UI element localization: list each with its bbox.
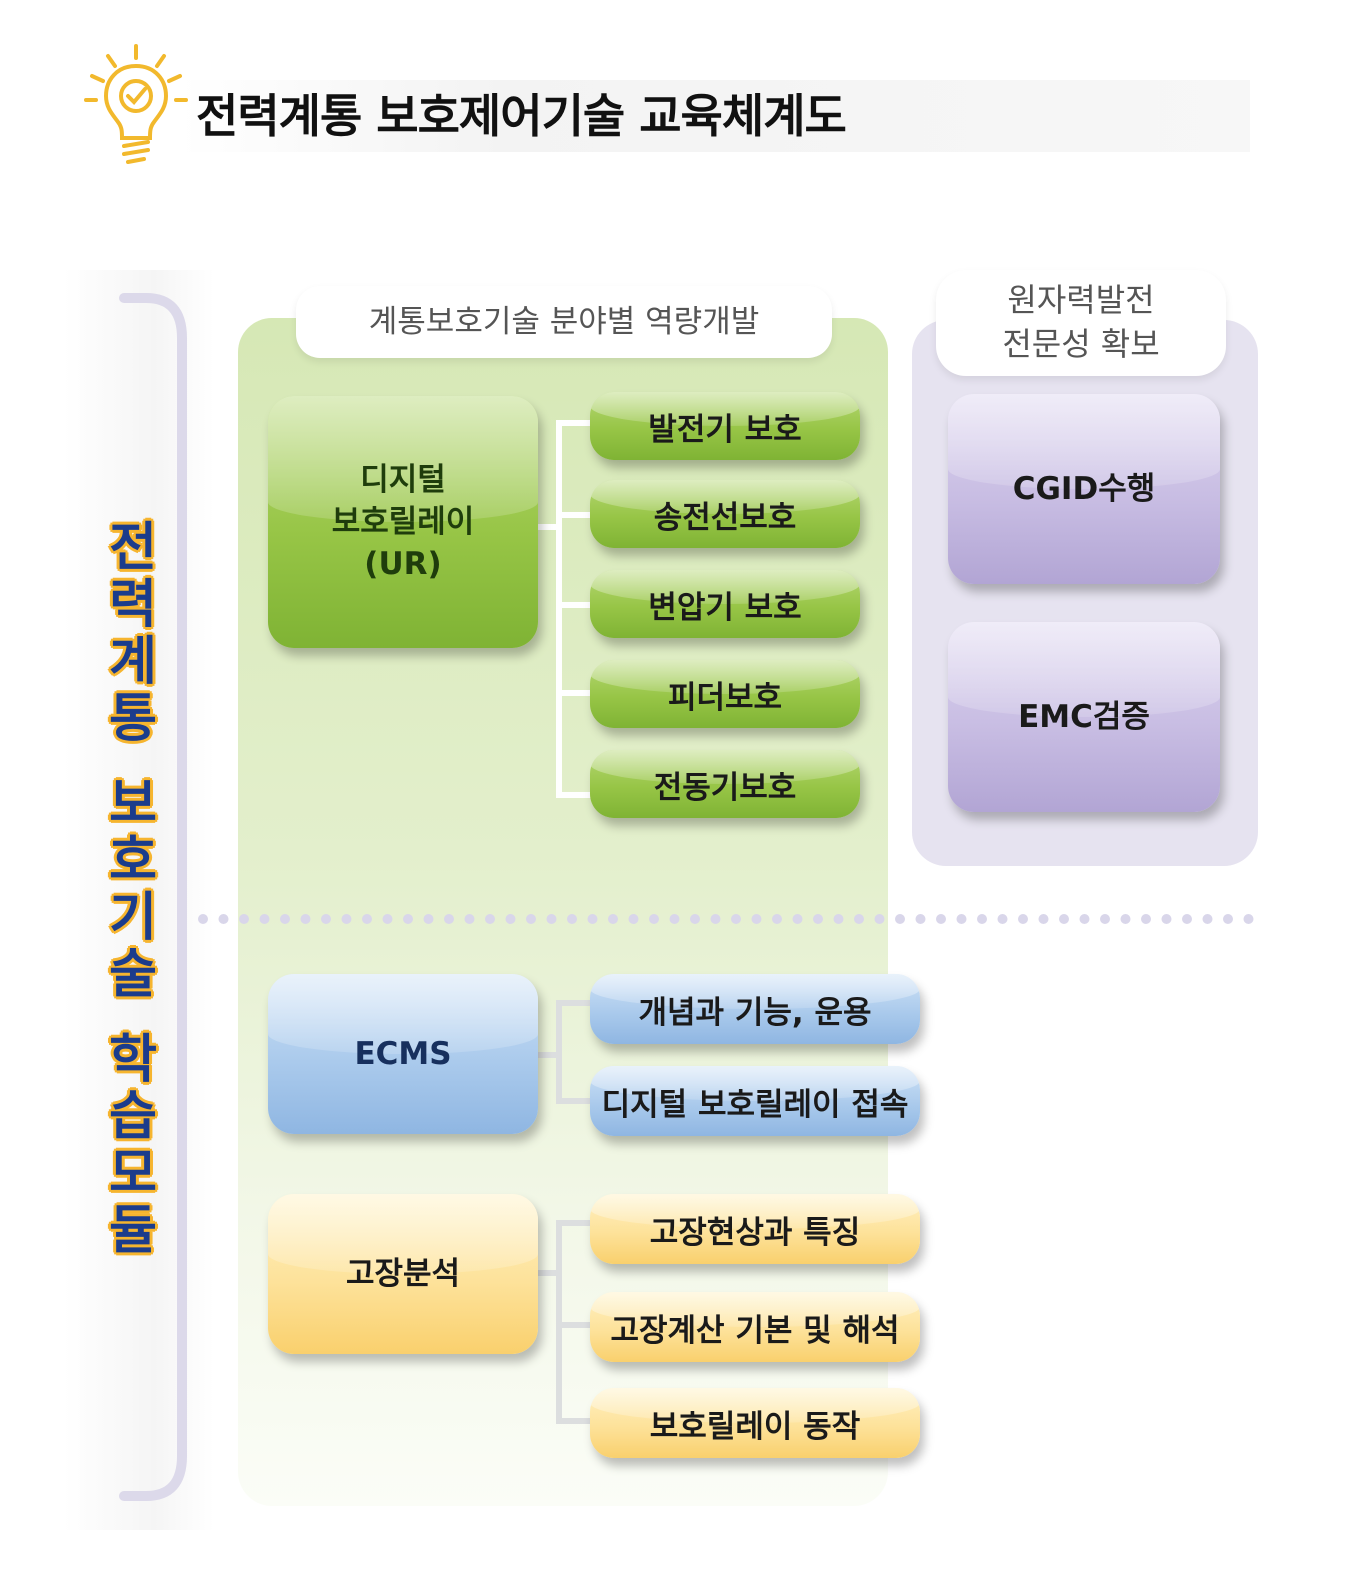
ur-module-box: 디지털 보호릴레이 (UR): [268, 396, 538, 648]
page-title: 전력계통 보호제어기술 교육체계도: [196, 89, 847, 143]
field-development-label: 계통보호기술 분야별 역량개발: [368, 304, 760, 340]
box-label: 피더보호: [667, 679, 783, 716]
vertical-title-char: 습: [109, 1087, 157, 1147]
vertical-title-char: 력: [109, 575, 157, 635]
ur-item-box: 전동기보호: [590, 750, 860, 818]
connector-line: [556, 1098, 592, 1104]
fault-item-box: 고장계산 기본 및 해석: [590, 1292, 920, 1362]
ecms-item-box: 개념과 기능, 운용: [590, 974, 920, 1044]
vertical-title-char: 호: [109, 831, 157, 891]
ecms-module-box: ECMS: [268, 974, 538, 1134]
connector-line: [556, 1418, 592, 1424]
fault-item-box: 보호릴레이 동작: [590, 1388, 920, 1458]
connector-line: [536, 524, 560, 530]
box-label: ECMS: [354, 1036, 452, 1072]
box-label: 전동기보호: [653, 769, 797, 806]
connector-line: [556, 420, 562, 798]
connector-line: [556, 690, 592, 696]
connector-line: [536, 1052, 562, 1058]
vertical-title-char: 보: [109, 774, 157, 834]
connector-line: [556, 792, 592, 798]
connector-line: [536, 1270, 562, 1276]
box-label: 고장현상과 특징: [649, 1214, 861, 1251]
connector-line: [556, 602, 592, 608]
ur-title-line: (UR): [364, 546, 442, 582]
dotted-divider: [198, 914, 1254, 924]
connector-line: [556, 1220, 592, 1226]
connector-line: [556, 420, 592, 426]
box-label: 고장분석: [345, 1256, 461, 1292]
vertical-title: 전 력 계 통 보 호 기 술 학 습 모 듈: [98, 520, 168, 1260]
nuclear-item-box: EMC검증: [948, 622, 1220, 812]
nuclear-label-line: 전문성 확보: [1002, 325, 1160, 363]
vertical-title-char: 학: [109, 1030, 157, 1090]
vertical-title-char: 계: [109, 632, 157, 692]
connector-line: [556, 1000, 562, 1104]
box-label: 보호릴레이 동작: [649, 1408, 861, 1445]
ur-item-box: 변압기 보호: [590, 570, 860, 638]
ur-item-box: 발전기 보호: [590, 392, 860, 460]
vertical-title-char: 통: [109, 689, 157, 749]
box-label: CGID수행: [1012, 471, 1156, 507]
fault-item-box: 고장현상과 특징: [590, 1194, 920, 1264]
box-label: EMC검증: [1018, 699, 1150, 735]
connector-line: [556, 1000, 592, 1006]
nuclear-label-line: 원자력발전: [1007, 281, 1155, 319]
vertical-title-char: 모: [109, 1144, 157, 1204]
connector-line: [556, 1322, 592, 1328]
ecms-item-box: 디지털 보호릴레이 접속: [590, 1066, 920, 1136]
ur-title-line: 디지털: [360, 462, 446, 498]
vertical-title-gap: [98, 748, 168, 776]
box-label: 고장계산 기본 및 해석: [610, 1312, 900, 1349]
vertical-title-gap: [98, 1004, 168, 1032]
title-bar-background: [180, 80, 1250, 152]
box-label: 디지털 보호릴레이 접속: [601, 1086, 909, 1123]
vertical-title-char: 전: [109, 518, 157, 578]
ur-title-line: 보호릴레이: [331, 504, 475, 540]
vertical-title-char: 듈: [109, 1201, 157, 1261]
ur-item-box: 송전선보호: [590, 480, 860, 548]
bracket-shape: [119, 293, 187, 1501]
field-development-tab: [296, 286, 832, 358]
fault-module-box: 고장분석: [268, 1194, 538, 1354]
ur-item-box: 피더보호: [590, 660, 860, 728]
nuclear-tab: [936, 270, 1226, 376]
box-label: 개념과 기능, 운용: [638, 994, 872, 1031]
box-label: 디지털 보호릴레이 (UR): [332, 459, 475, 585]
box-label: 변압기 보호: [648, 589, 802, 626]
box-label: 송전선보호: [653, 499, 797, 536]
lightbulb-check-icon: [84, 44, 188, 164]
box-label: 발전기 보호: [648, 411, 802, 448]
vertical-title-char: 술: [109, 945, 157, 1005]
connector-line: [556, 512, 592, 518]
side-panel-background: [64, 270, 214, 1530]
nuclear-label: 원자력발전 전문성 확보: [936, 278, 1226, 366]
nuclear-item-box: CGID수행: [948, 394, 1220, 584]
vertical-title-char: 기: [109, 888, 157, 948]
